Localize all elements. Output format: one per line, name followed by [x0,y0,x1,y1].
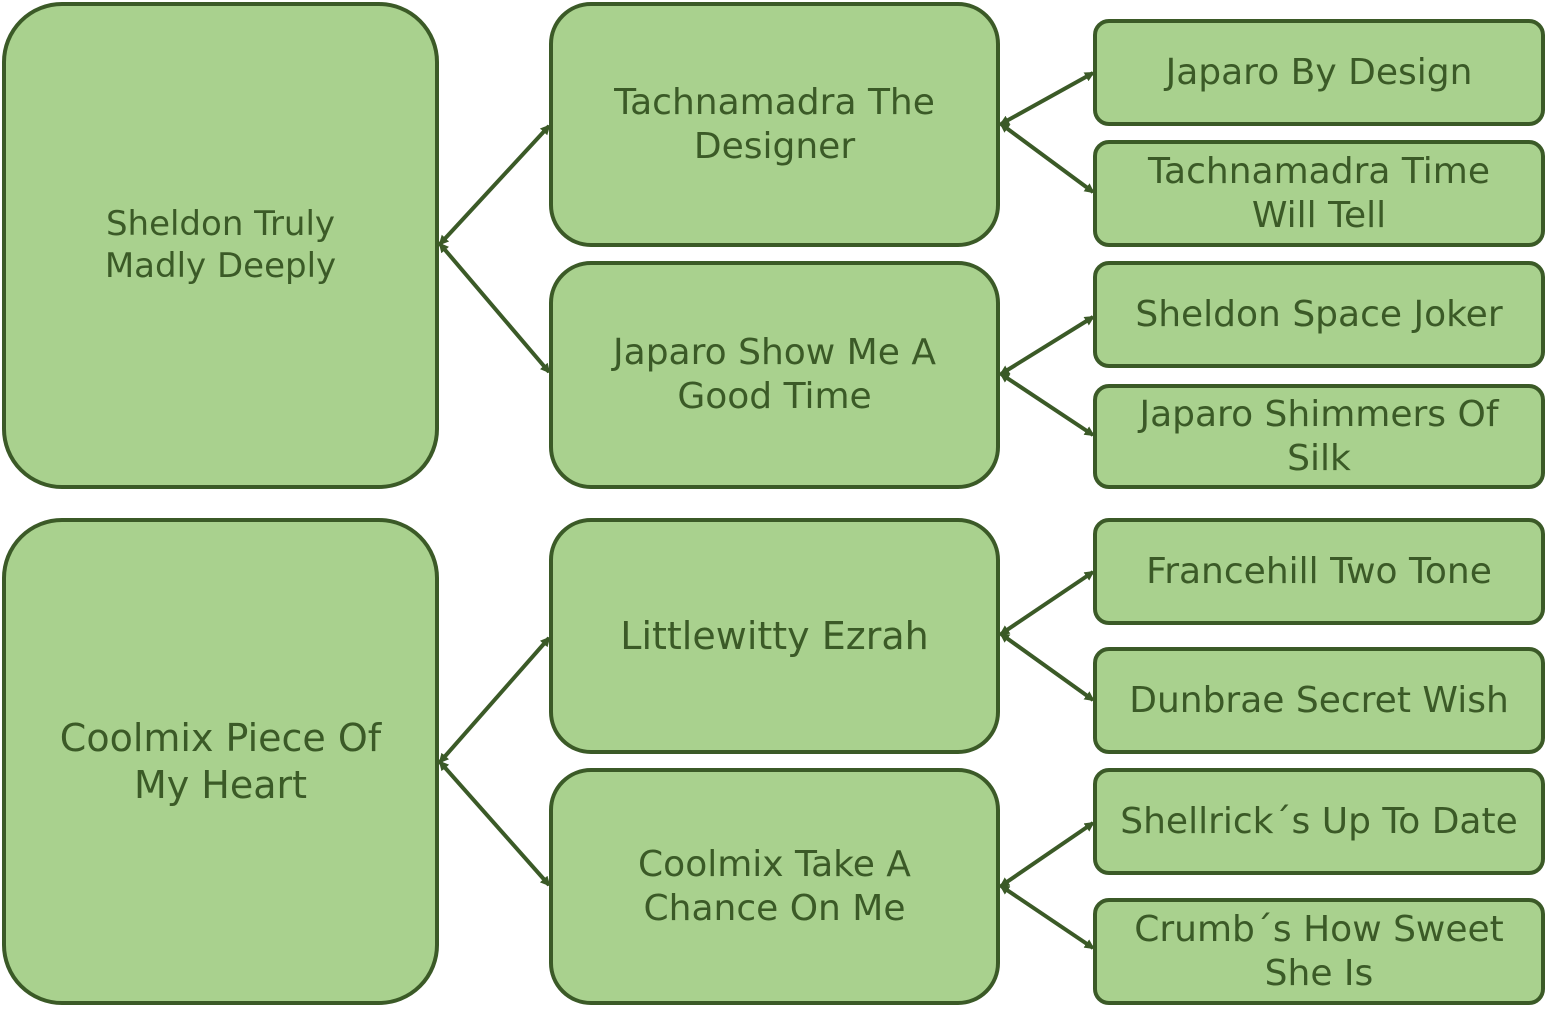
pedigree-1-dam-box: Japaro Show Me A Good Time [549,261,1000,489]
pedigree-2-dam-label: Coolmix Take A Chance On Me [638,843,911,929]
pedigree-2-subject-label: Coolmix Piece Of My Heart [59,716,382,807]
pedigree-1-dam-sire-label: Sheldon Space Joker [1135,293,1503,335]
connector-p2-dam-dam [999,884,1095,950]
pedigree-2-sire-label: Littlewitty Ezrah [620,613,929,658]
pedigree-2-sire-sire-label: Francehill Two Tone [1146,550,1492,592]
pedigree-1-sire-label: Tachnamadra The Designer [614,81,935,167]
pedigree-1-sire-sire-box: Japaro By Design [1093,19,1545,126]
pedigree-1-sire-dam-box: Tachnamadra Time Will Tell [1093,140,1545,247]
pedigree-1-subject-box: Sheldon Truly Madly Deeply [2,2,439,489]
pedigree-2-subject-box: Coolmix Piece Of My Heart [2,518,439,1005]
connector-p1-subject-sire [438,124,551,246]
pedigree-2-dam-sire-label: Shellrick´s Up To Date [1120,800,1518,842]
pedigree-2-sire-sire-box: Francehill Two Tone [1093,518,1545,625]
pedigree-1-dam-sire-box: Sheldon Space Joker [1093,261,1545,368]
pedigree-2-dam-dam-label: Crumb´s How Sweet She Is [1134,908,1504,994]
connector-p1-dam-dam [999,372,1095,437]
connector-p2-sire-sire [999,570,1095,636]
pedigree-1-sire-sire-label: Japaro By Design [1165,51,1473,93]
pedigree-1-subject-label: Sheldon Truly Madly Deeply [104,204,337,286]
pedigree-2-dam-dam-box: Crumb´s How Sweet She Is [1093,898,1545,1005]
pedigree-1-dam-dam-label: Japaro Shimmers Of Silk [1139,393,1499,479]
connector-p2-sire-dam [999,632,1095,702]
connector-p1-dam-sire [999,315,1095,376]
pedigree-2-sire-dam-box: Dunbrae Secret Wish [1093,647,1545,754]
connector-p1-subject-dam [438,242,551,374]
connector-p1-sire-sire [999,71,1095,126]
pedigree-2-dam-sire-box: Shellrick´s Up To Date [1093,768,1545,875]
pedigree-1-sire-dam-label: Tachnamadra Time Will Tell [1148,150,1490,236]
pedigree-2-sire-dam-label: Dunbrae Secret Wish [1129,679,1509,721]
pedigree-1-sire-box: Tachnamadra The Designer [549,2,1000,247]
connector-p2-dam-sire [999,821,1095,888]
pedigree-2-dam-box: Coolmix Take A Chance On Me [549,768,1000,1005]
pedigree-1-dam-label: Japaro Show Me A Good Time [613,332,936,417]
connector-p2-subject-sire [438,636,551,764]
pedigree-1-dam-dam-box: Japaro Shimmers Of Silk [1093,384,1545,489]
connector-p1-sire-dam [999,122,1095,194]
pedigree-2-sire-box: Littlewitty Ezrah [549,518,1000,754]
connector-p2-subject-dam [438,760,551,887]
